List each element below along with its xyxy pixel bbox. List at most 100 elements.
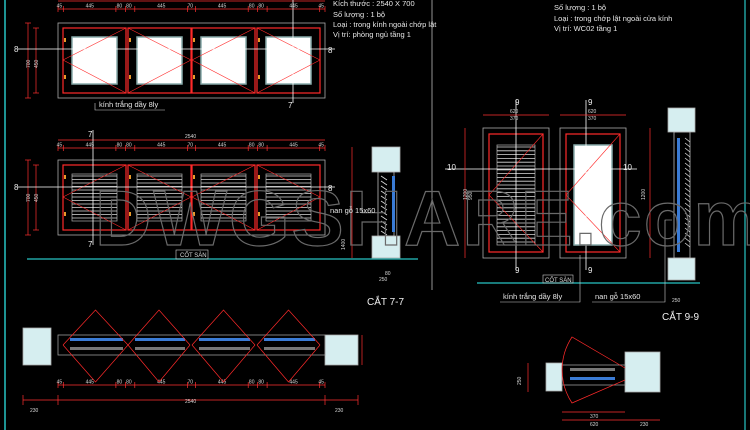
top-segment-dim-label: 445 [218, 4, 227, 10]
hinge [129, 212, 131, 216]
section-mark-9-a-bottom: 9 [515, 266, 520, 275]
section-99-slat [684, 212, 691, 218]
section-99-slat [684, 167, 691, 173]
elev-segment-dim-label: 70 [188, 143, 194, 149]
door-swing-line [565, 133, 621, 253]
section-77-slat [380, 220, 388, 226]
elev-segment-dim-label: 80 [249, 143, 255, 149]
dim-height-top: 700 [26, 59, 32, 68]
plan-louver-leaf [264, 347, 315, 350]
plan-louver-leaf [70, 347, 123, 350]
dim-plan-right-width: 620 [590, 422, 599, 428]
plan-segment-dim-label: 80 [249, 380, 255, 386]
plan-segment-dim-label: 80 [258, 380, 264, 386]
section-mark-8-elev-right: 8 [328, 184, 333, 193]
dim-plan-right-wall: 230 [640, 422, 649, 428]
section-99-slat [684, 192, 691, 198]
hinge [64, 75, 66, 79]
section-mark-9-a-top: 9 [515, 98, 520, 107]
opening-swing-line [127, 27, 192, 94]
section-mark-9-b-top: 9 [588, 98, 593, 107]
info-left-qty: Số lượng : 1 bộ [333, 10, 385, 19]
dim-section-77-a: 80 [385, 271, 391, 277]
section-9-9-title: CẮT 9-9 [662, 310, 699, 323]
plan-swing-line [256, 309, 321, 383]
section-99-slat [684, 162, 691, 168]
section-mark-9-b-bottom: 9 [588, 266, 593, 275]
plan-right-glass [570, 377, 615, 380]
plan-wall-left [22, 327, 52, 366]
section-99-slat [684, 222, 691, 228]
plan-right-louver [570, 368, 615, 371]
hinge [258, 175, 260, 179]
section-99-slat [684, 147, 691, 153]
glass-label-right: kính trắng dầy 8ly [503, 292, 562, 301]
dim-wall-left: 230 [30, 408, 39, 414]
window-outer-frame [57, 22, 326, 99]
plan-segment-dim-label: 80 [126, 380, 132, 386]
slat-right-leader [592, 219, 672, 303]
dim-right-width-a: 620 [510, 109, 519, 115]
top-segment-dim-label: 45 [318, 4, 324, 10]
section-77-slat [380, 205, 388, 211]
top-segment-dim-label: 445 [157, 4, 166, 10]
door-swing-line [488, 133, 544, 253]
section-99-slat [684, 187, 691, 193]
dim-sill: 1400 [341, 239, 347, 250]
section-77-slat [380, 200, 388, 206]
dim-plan-right-inner: 370 [590, 414, 599, 420]
hinge [129, 38, 131, 42]
plan-segment-dim-label: 70 [188, 380, 194, 386]
info-right-type: Loại : trong chớp lật ngoài cửa kính [554, 14, 672, 23]
louver-panel [71, 173, 118, 222]
section-mark-8-elev-left: 8 [14, 183, 19, 192]
elev-segment-dim-label: 80 [126, 143, 132, 149]
hinge [64, 212, 66, 216]
section-77-lintel [371, 146, 401, 173]
elev-segment-dim-label: 445 [218, 143, 227, 149]
plan-segment-dim-label: 445 [218, 380, 227, 386]
opening-swing-line [62, 27, 127, 94]
section-77-slat [380, 210, 388, 216]
opening-swing-line [256, 164, 321, 231]
section-mark-7-bottom: 7 [88, 240, 93, 249]
section-99-frame [673, 131, 691, 259]
glass-right-leader [500, 255, 581, 303]
section-77-slat [380, 230, 388, 236]
plan-wall-right [324, 334, 359, 366]
section-99-slat [684, 177, 691, 183]
hinge [129, 75, 131, 79]
section-99-slat [684, 137, 691, 143]
plan-right-swing [561, 336, 626, 404]
section-99-slat [684, 152, 691, 158]
hinge [193, 75, 195, 79]
elev-segment-dim-label: 445 [289, 143, 298, 149]
opening-swing-line [191, 164, 256, 231]
dim-height-elev: 700 [26, 193, 32, 202]
section-99-slat [684, 142, 691, 148]
elev-segment-dim-label: 45 [318, 143, 324, 149]
hinge [193, 212, 195, 216]
watermark: DWGSHARE.com [95, 174, 750, 262]
glass-leader-line [94, 103, 165, 111]
top-segment-dim-label: 45 [57, 4, 63, 10]
section-mark-10-right: 10 [623, 163, 632, 172]
opening-swing-line [256, 27, 321, 94]
dim-right-width-b: 620 [588, 109, 597, 115]
section-mark-10-left: 10 [447, 163, 456, 172]
plan-glass-leaf [70, 338, 123, 341]
plan-frame [57, 334, 326, 356]
top-segment-dim-label: 80 [249, 4, 255, 10]
window-outer-frame [57, 159, 326, 236]
plan-glass-leaf [135, 338, 185, 341]
opening-swing-line [127, 164, 192, 231]
section-77-slat [380, 175, 388, 181]
section-77-glass [392, 176, 395, 232]
dim-right-inner-a: 370 [510, 116, 519, 122]
section-99-slat [684, 202, 691, 208]
plan-segment-dim-label: 80 [117, 380, 123, 386]
section-77-slat [380, 215, 388, 221]
hinge [64, 175, 66, 179]
dim-right-height: 1200 [463, 189, 469, 200]
